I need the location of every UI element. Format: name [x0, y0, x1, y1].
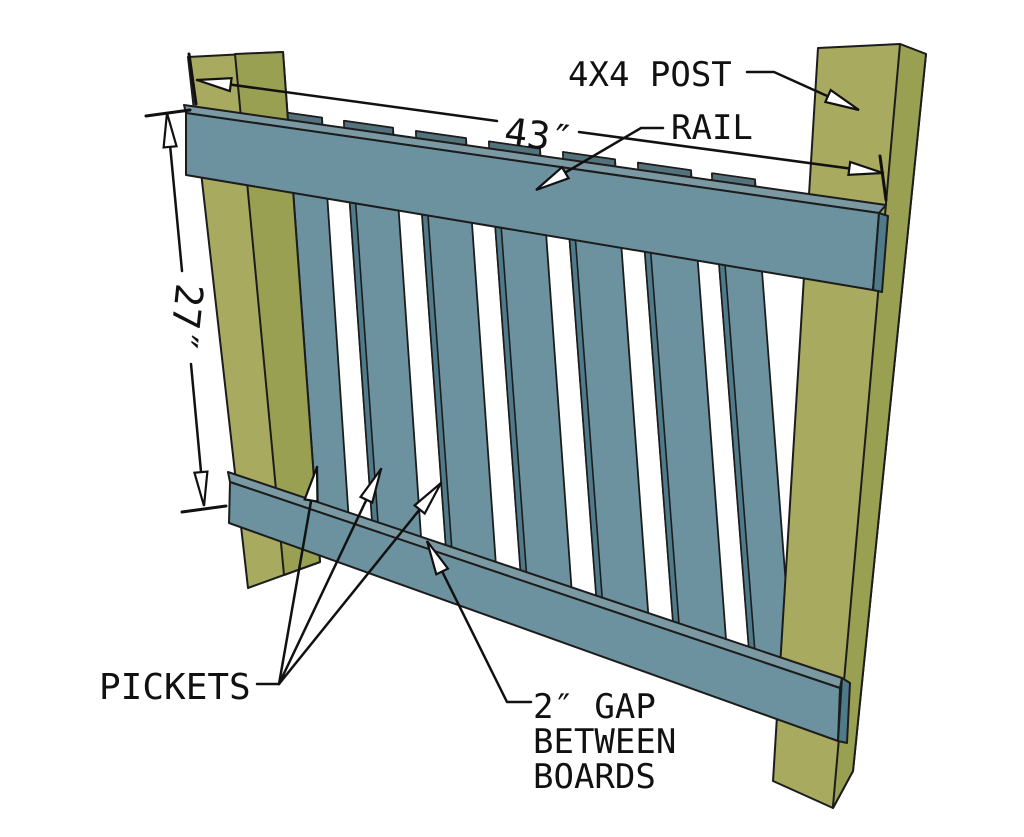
- dimension-tick: [187, 52, 198, 106]
- top-rail: [183, 104, 889, 293]
- pickets-leader-arrowhead: [303, 466, 319, 503]
- gap-leader: [425, 540, 533, 704]
- rails-layer: [183, 104, 889, 744]
- label-rail: RAIL: [671, 108, 753, 148]
- dimension-line: [577, 130, 885, 175]
- dim-27-text: 27″: [161, 282, 212, 355]
- label-gap-line2: BETWEEN: [533, 722, 676, 762]
- dimension-arrowhead: [196, 76, 233, 93]
- bottom-rail: [227, 471, 851, 744]
- pickets-leader-fan-line: [277, 481, 443, 686]
- rail-leader: [535, 126, 665, 192]
- dimension-arrowhead: [162, 112, 178, 149]
- label-4x4-post: 4X4 POST: [568, 55, 732, 95]
- dimension-43: 43″: [187, 52, 888, 202]
- pickets-leader-fan-line: [277, 465, 319, 686]
- dim-43-text: 43″: [502, 109, 576, 162]
- rail-leader-arrowhead: [535, 165, 571, 192]
- post-leader-arrowhead: [823, 88, 860, 112]
- annotations-layer: 43″ 27″ 4X4 POST RAIL PICKETS 2″ GAPBETWEENBO…: [99, 52, 888, 797]
- label-gap-line3: BOARDS: [533, 757, 656, 797]
- dimension-tick: [878, 154, 888, 202]
- label-pickets: PICKETS: [99, 667, 251, 708]
- bottom-rail-end-face: [837, 677, 851, 744]
- pickets-leader-fan-line: [277, 467, 383, 686]
- dimension-tick: [180, 504, 228, 514]
- picket-2: [343, 119, 424, 561]
- dimension-line: [195, 78, 499, 123]
- dimension-27: 27″: [144, 108, 228, 514]
- label-gap-line1: 2″ GAP: [533, 687, 656, 727]
- post-leader: [745, 70, 860, 112]
- pickets-leader-arrowhead: [358, 468, 383, 505]
- rail-leader-line: [537, 126, 665, 190]
- gap-leader-arrowhead: [425, 540, 450, 576]
- pickets-leader-arrowhead: [412, 482, 442, 516]
- dimension-arrowhead: [847, 160, 884, 177]
- top-rail-end-face: [872, 212, 889, 293]
- gap-leader-line: [427, 543, 533, 704]
- pickets-leader: [255, 465, 443, 686]
- dimension-arrowhead: [193, 470, 209, 507]
